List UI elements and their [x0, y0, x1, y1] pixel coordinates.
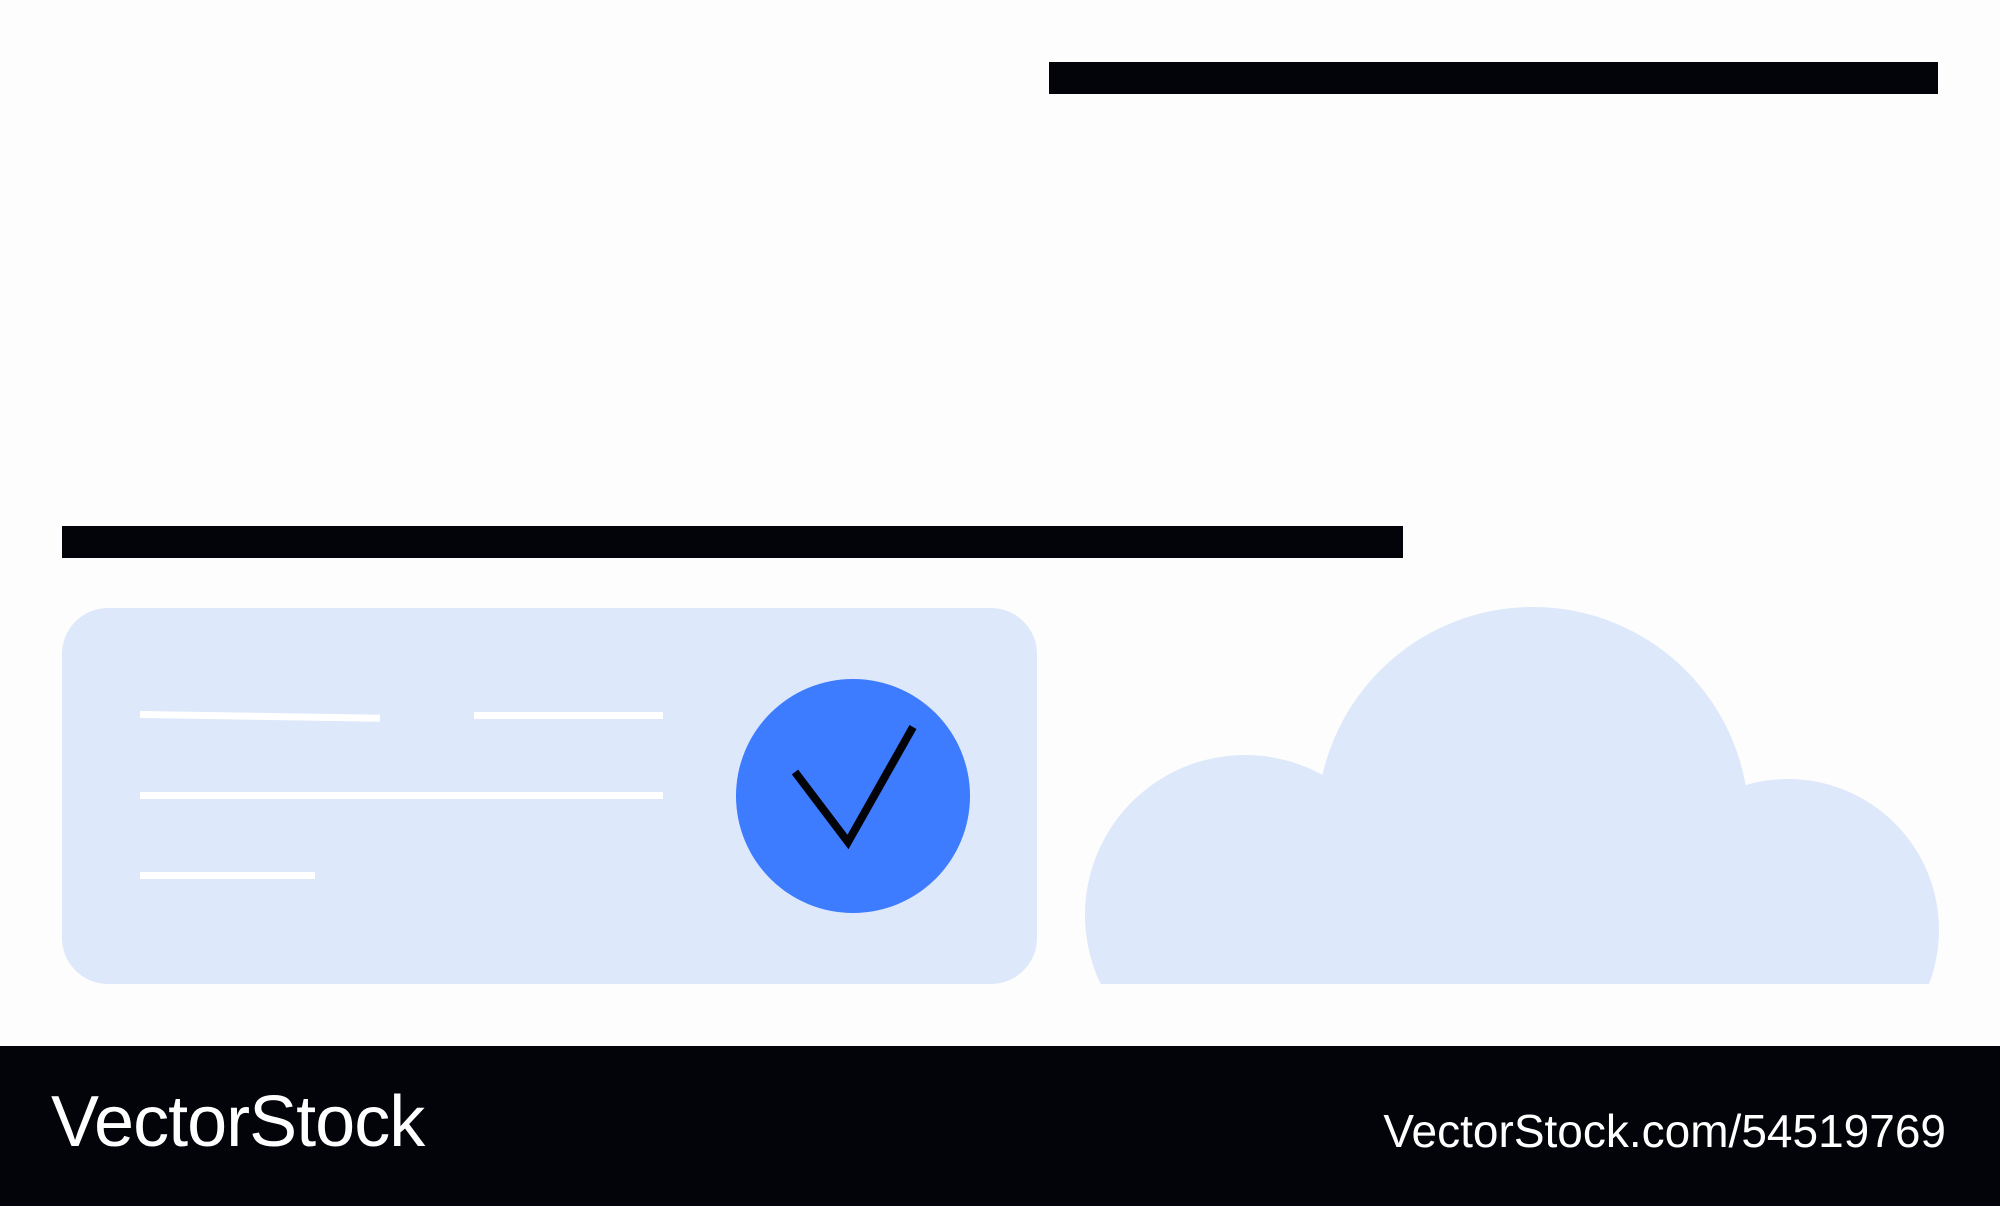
card-text-line — [474, 712, 663, 719]
top-heading-bar — [1049, 62, 1938, 94]
brand-logo: VectorStock — [51, 1082, 425, 1162]
cloud-icon — [1085, 607, 1939, 984]
brand-url: VectorStock.com/54519769 — [1383, 1105, 1946, 1157]
info-card — [62, 608, 1037, 984]
middle-heading-bar — [62, 526, 1403, 558]
watermark-footer: VectorStock VectorStock.com/54519769 — [0, 1046, 2000, 1206]
card-text-line — [140, 792, 663, 799]
card-text-line — [139, 711, 381, 722]
card-text-line — [140, 872, 315, 879]
check-icon — [736, 679, 970, 913]
